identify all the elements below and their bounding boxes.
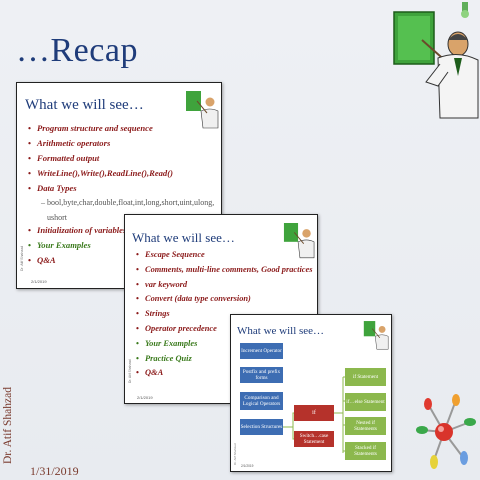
diagram-node: Switch…case Statement [294, 431, 334, 447]
sub-item: ushort [47, 213, 67, 222]
diagram-node: Nested if Statements [345, 417, 386, 435]
diagram-node: if [294, 405, 334, 421]
list-item: Strings [136, 307, 315, 322]
list-item: Your Examples [136, 337, 315, 352]
author-sidebar: Dr. Atif Shahzad [2, 372, 16, 464]
list-item: Convert (data type conversion) [136, 292, 315, 307]
slide-side-text: Dr. Atif Shahzad [128, 359, 132, 383]
teacher-clipart-icon [363, 318, 389, 350]
slide-heading: What we will see… [132, 230, 235, 245]
diagram-node: Increment Operator [240, 343, 283, 359]
list-item: Formatted output [28, 151, 219, 166]
list-item: Your Examples [28, 238, 126, 253]
diagram-node: Postfix and prefix forms [240, 367, 283, 383]
list-item: Data Types [28, 181, 219, 196]
slide-thumbnail-1[interactable]: What we will see… Program structure and … [16, 82, 222, 289]
slide-thumbnail-3[interactable]: What we will see… Increment Operator Pos… [230, 314, 392, 472]
list-item: Initialization of variables [28, 223, 126, 238]
list-item: Program structure and sequence [28, 121, 219, 136]
list-item: Q&A [28, 253, 126, 268]
slide-date: 2/1/2019 [137, 395, 153, 400]
slide-date: 2/1/2019 [31, 279, 47, 284]
diagram-node: Comparison and Logical Operators [240, 392, 283, 410]
list-item: Q&A [136, 366, 315, 381]
list-item: WriteLine(),Write(),ReadLine(),Read() [28, 166, 219, 181]
slide-date: 2/1/2019 [241, 464, 254, 468]
author-name: Dr. Atif Shahzad [2, 387, 14, 464]
diagram-node: if…else Statement [345, 393, 386, 411]
slide-side-text: Dr. Atif Shahzad [20, 245, 24, 271]
diagram-node: if Statement [345, 368, 386, 386]
list-item: var keyword [136, 278, 315, 293]
teacher-clipart-icon [392, 0, 480, 120]
diagram-node: Stacked if Statements [345, 442, 386, 460]
slide-heading: What we will see… [25, 97, 144, 113]
slide-heading: What we will see… [237, 325, 325, 337]
sub-item: – bool,byte,char,double,float,int,long,s… [41, 198, 215, 207]
page-date: 1/31/2019 [30, 464, 79, 478]
list-item: Escape Sequence [136, 248, 315, 263]
page-title: …Recap [16, 32, 138, 69]
list-item: Comments, multi-line comments, Good prac… [136, 263, 315, 278]
list-item: Arithmetic operators [28, 136, 219, 151]
list-item: Practice Quiz [136, 352, 315, 367]
diagram-node: Selection Structures [240, 419, 283, 435]
slide-side-text: Dr. Atif Shahzad [233, 443, 237, 465]
molecule-clipart-icon [408, 392, 480, 472]
list-item: Operator precedence [136, 322, 315, 337]
